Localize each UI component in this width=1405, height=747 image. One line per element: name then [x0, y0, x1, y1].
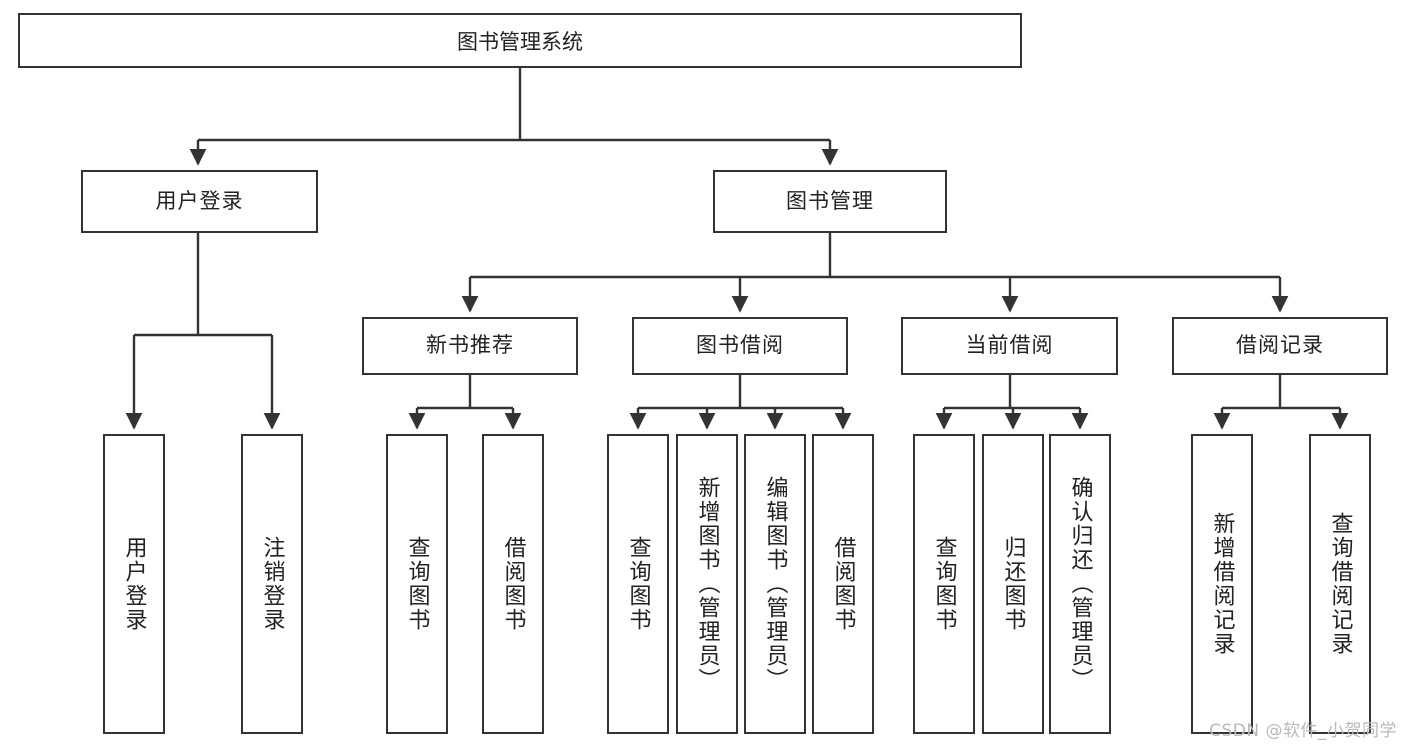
node-leaf-query-book-3[interactable]: 查询图书	[913, 434, 975, 734]
node-label: 借阅记录	[1236, 333, 1324, 358]
node-leaf-borrow-book-2[interactable]: 借阅图书	[812, 434, 874, 734]
node-current-borrow[interactable]: 当前借阅	[901, 317, 1118, 375]
node-leaf-logout-login[interactable]: 注销登录	[241, 434, 303, 734]
node-label: 图书借阅	[696, 333, 784, 358]
node-label: 用户登录	[121, 536, 147, 632]
node-label: 新增借阅记录	[1209, 512, 1235, 656]
node-leaf-query-book-1[interactable]: 查询图书	[386, 434, 448, 734]
node-label: 查询图书	[404, 536, 430, 632]
node-label: 借阅图书	[830, 536, 856, 632]
node-label: 查询借阅记录	[1327, 512, 1353, 656]
node-label: 当前借阅	[965, 333, 1054, 358]
node-leaf-edit-book[interactable]: 编辑图书（管理员）	[744, 434, 806, 734]
node-label: 查询图书	[931, 536, 957, 632]
node-root-system[interactable]: 图书管理系统	[18, 13, 1022, 68]
node-label: 新书推荐	[426, 333, 514, 358]
node-label: 图书管理系统	[457, 29, 583, 54]
node-label: 编辑图书（管理员）	[762, 476, 788, 692]
node-leaf-add-borrow-record[interactable]: 新增借阅记录	[1191, 434, 1253, 734]
node-label: 图书管理	[786, 188, 874, 213]
csdn-watermark: CSDN @软件_小贺同学	[1209, 721, 1397, 741]
node-leaf-confirm-return[interactable]: 确认归还（管理员）	[1049, 434, 1111, 734]
node-label: 借阅图书	[500, 536, 526, 632]
node-label: 新增图书（管理员）	[694, 476, 720, 692]
node-label: 归还图书	[1000, 536, 1026, 632]
node-leaf-add-book[interactable]: 新增图书（管理员）	[676, 434, 738, 734]
node-label: 查询图书	[625, 536, 651, 632]
node-label: 确认归还（管理员）	[1067, 476, 1093, 692]
node-new-book-recommend[interactable]: 新书推荐	[362, 317, 578, 375]
node-leaf-borrow-book-1[interactable]: 借阅图书	[482, 434, 544, 734]
node-leaf-query-borrow-record[interactable]: 查询借阅记录	[1309, 434, 1371, 734]
node-label: 用户登录	[155, 188, 244, 213]
node-book-borrow[interactable]: 图书借阅	[632, 317, 848, 375]
node-leaf-return-book[interactable]: 归还图书	[982, 434, 1044, 734]
node-user-login[interactable]: 用户登录	[81, 170, 318, 233]
node-leaf-user-login[interactable]: 用户登录	[103, 434, 165, 734]
node-label: 注销登录	[259, 536, 285, 632]
node-borrow-record[interactable]: 借阅记录	[1172, 317, 1388, 375]
node-leaf-query-book-2[interactable]: 查询图书	[607, 434, 669, 734]
node-book-manage[interactable]: 图书管理	[713, 170, 947, 233]
